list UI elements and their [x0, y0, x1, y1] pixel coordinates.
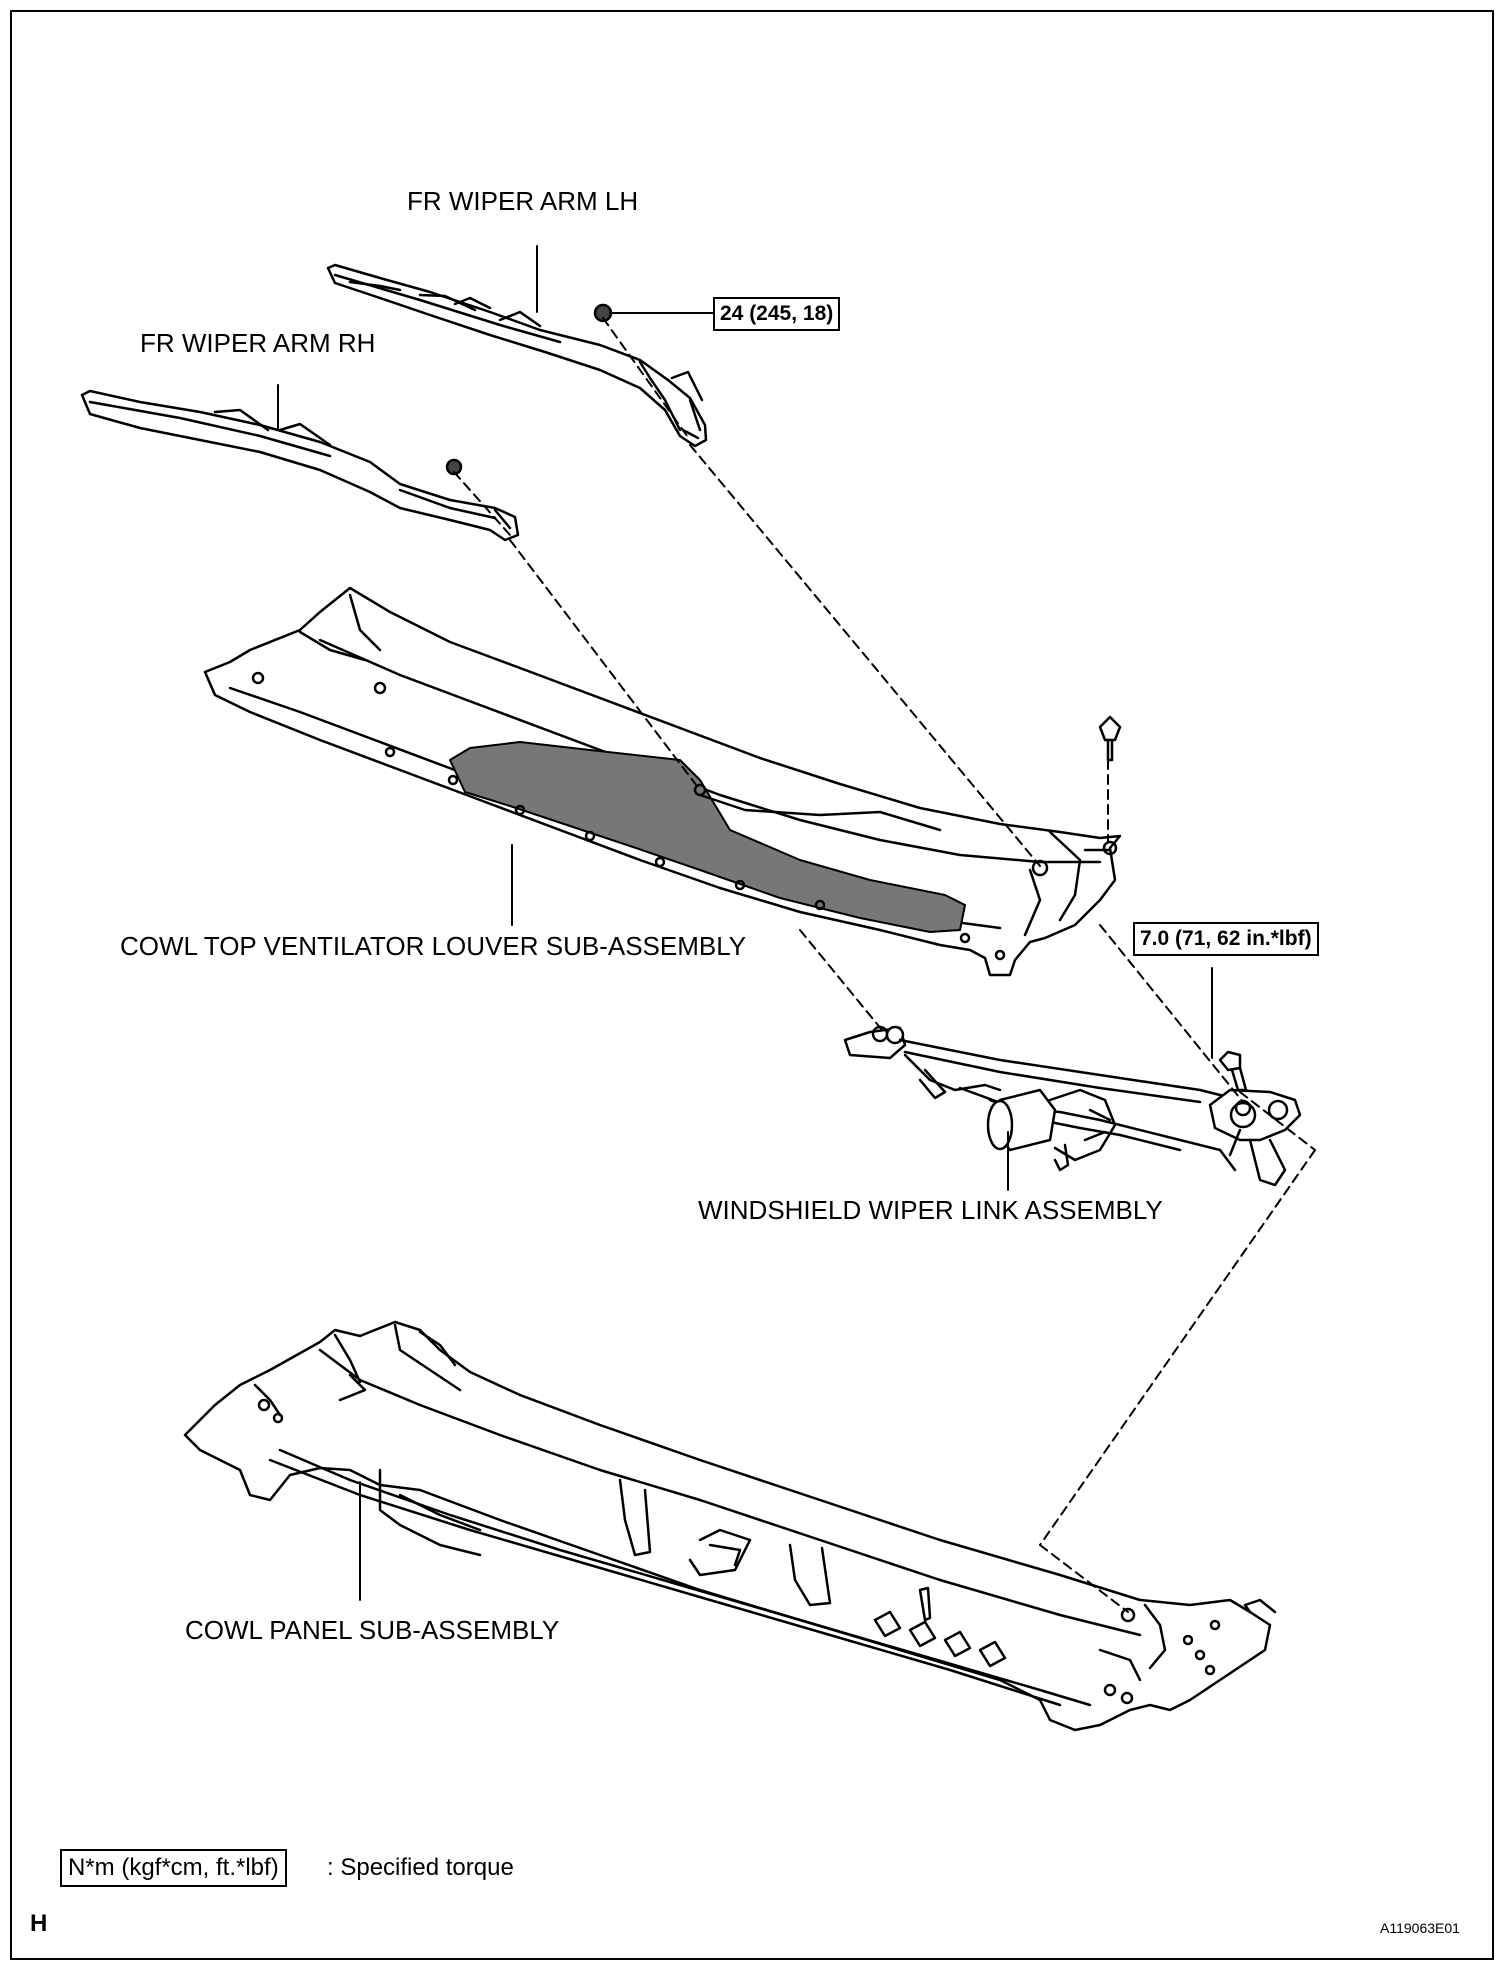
figure-id: A119063E01 [1380, 1920, 1460, 1936]
label-fr-wiper-arm-lh: FR WIPER ARM LH [407, 186, 639, 216]
louver-mesh [449, 741, 966, 933]
torque-arm-nut: 24 (245, 18) [713, 297, 841, 332]
leader-lines [277, 245, 1213, 1601]
alignment-lines [453, 317, 1316, 1613]
wiper-link-assembly [843, 1025, 1302, 1187]
label-cowl-panel: COWL PANEL SUB-ASSEMBLY [185, 1615, 560, 1645]
torque-link-bolt: 7.0 (71, 62 in.*lbf) [1133, 922, 1319, 957]
cowl-top-louver [203, 586, 1122, 977]
wiper-arm-rh [80, 389, 520, 542]
louver-clip [1098, 715, 1122, 762]
label-wiper-link-assembly: WINDSHIELD WIPER LINK ASSEMBLY [698, 1195, 1163, 1225]
label-cowl-top-louver: COWL TOP VENTILATOR LOUVER SUB-ASSEMBLY [120, 931, 747, 961]
cowl-panel [183, 1320, 1277, 1732]
link-bolt [1218, 1050, 1248, 1092]
drawing-frame [10, 10, 1494, 1960]
label-fr-wiper-arm-rh: FR WIPER ARM RH [140, 328, 376, 358]
section-letter: H [30, 1910, 48, 1937]
nut-rh [445, 458, 463, 476]
legend-units-box: N*m (kgf*cm, ft.*lbf) [60, 1849, 287, 1888]
legend-description: : Specified torque [327, 1854, 514, 1881]
wiper-arm-lh [326, 263, 708, 448]
